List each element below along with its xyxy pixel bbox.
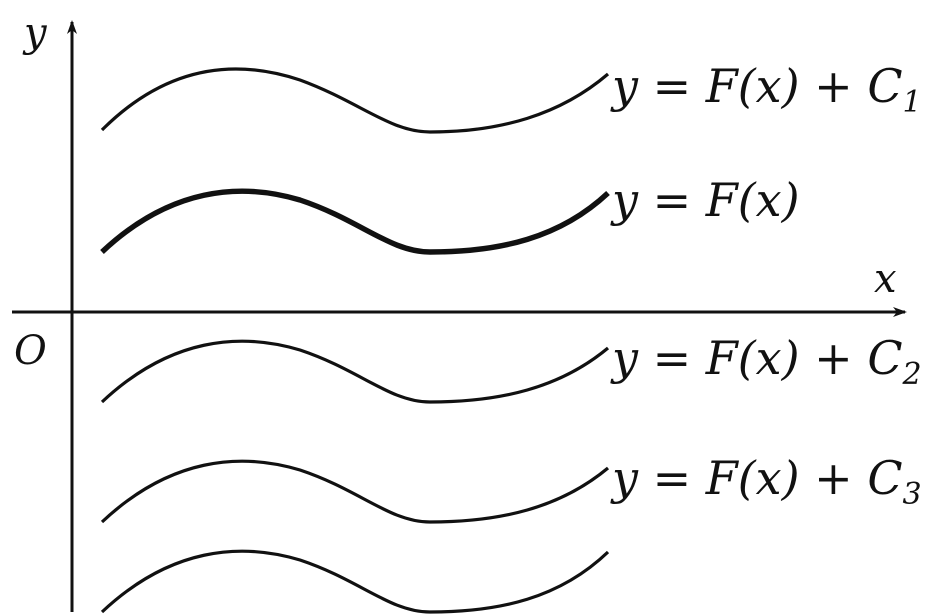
label-f-plus-c2: y = F(x) + C2 <box>610 331 922 392</box>
curve-f <box>100 188 610 255</box>
y-axis-label: y <box>22 10 48 56</box>
label-f-plus-c3: y = F(x) + C3 <box>610 451 922 512</box>
label-f: y = F(x) <box>610 173 800 227</box>
curve-f-plus-c2 <box>100 339 610 404</box>
label-f-plus-c1: y = F(x) + C1 <box>610 59 922 120</box>
origin-label: O <box>14 328 47 374</box>
x-axis-label: x <box>874 256 897 302</box>
curve-f-plus-c1 <box>100 67 610 134</box>
curve-f-plus-c4 <box>100 549 610 614</box>
curve-f-plus-c3 <box>100 459 610 524</box>
